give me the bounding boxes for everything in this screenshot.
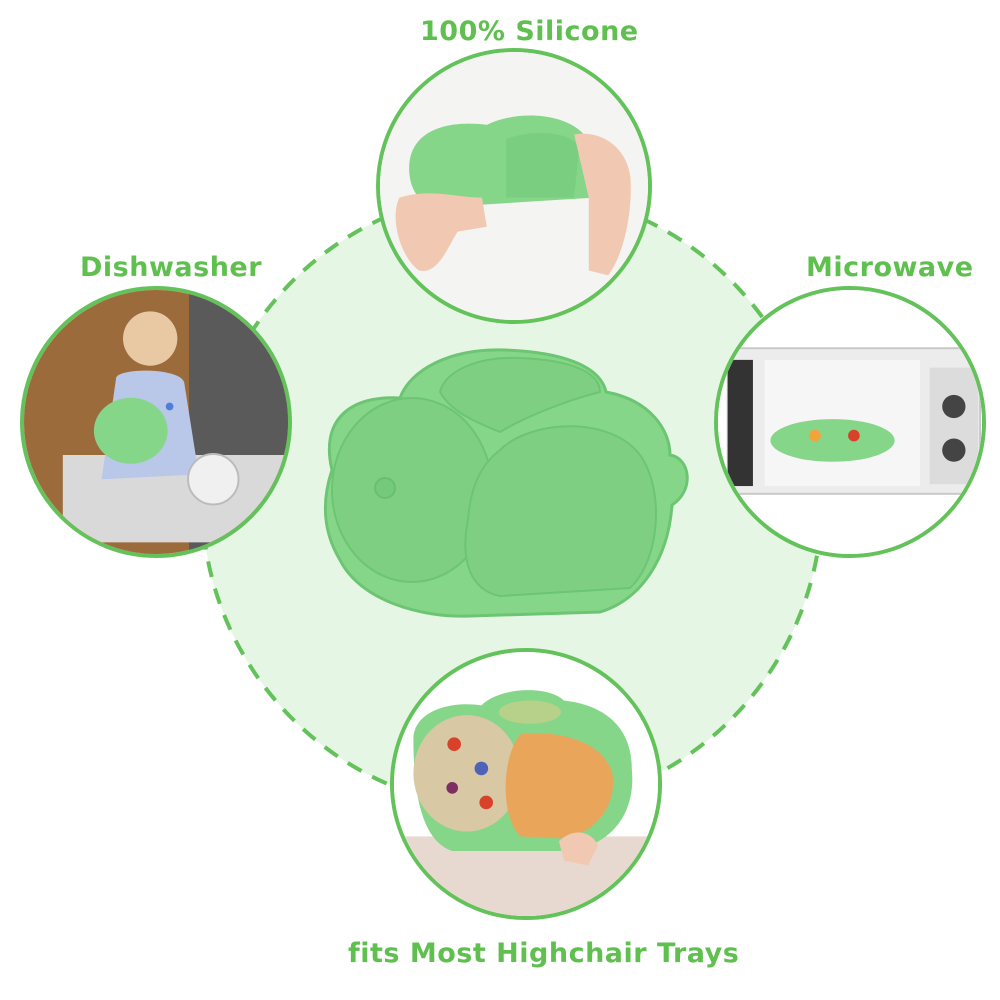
circle-microwave [714, 286, 986, 558]
bunny-plate-icon [323, 348, 689, 618]
circle-dishwasher [20, 286, 292, 558]
circle-silicone [376, 48, 652, 324]
label-highchair: fits Most Highchair Trays [348, 938, 740, 969]
label-silicone: 100% Silicone [420, 16, 639, 47]
label-dishwasher: Dishwasher [80, 252, 263, 283]
hands-bending-plate-icon [380, 52, 648, 320]
label-microwave: Microwave [806, 252, 974, 283]
circle-highchair [390, 648, 662, 920]
child-at-dishwasher-icon [24, 290, 288, 554]
plate-in-microwave-icon [718, 290, 982, 554]
plate-with-food-on-tray-icon [394, 652, 658, 916]
